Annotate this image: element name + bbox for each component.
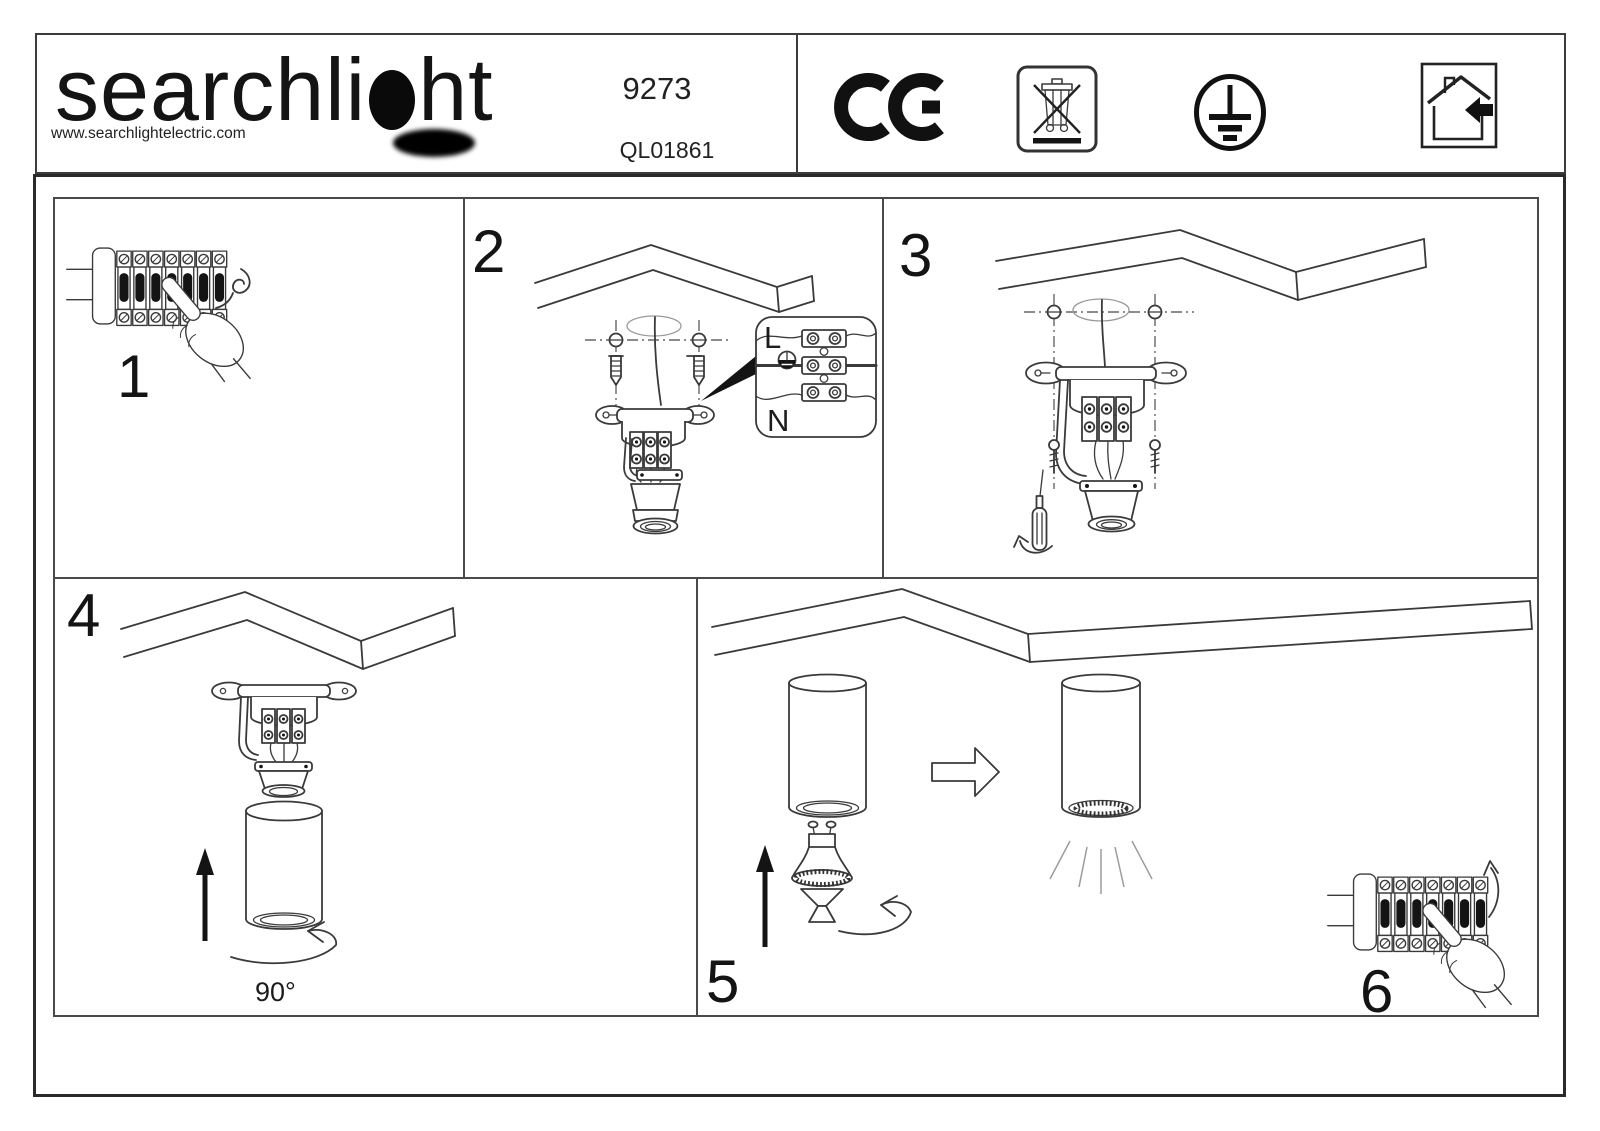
rotate-arrow <box>230 921 337 965</box>
callout-arrow <box>701 356 756 401</box>
next-step-arrow <box>931 747 1000 797</box>
light-rays <box>1049 840 1153 894</box>
earth-symbol-icon <box>777 350 797 370</box>
mounted-bracket <box>211 681 357 798</box>
logo-g-oval <box>369 70 416 130</box>
indoor-use-icon <box>1420 62 1498 149</box>
wall-plug <box>608 355 624 386</box>
step3-illustration <box>995 229 1427 554</box>
step3-number: 3 <box>899 222 933 289</box>
push-up-arrow <box>756 845 774 947</box>
step1-panel: 1 <box>53 197 465 579</box>
model-number: 9273 <box>622 71 692 106</box>
gu10-bulb <box>791 820 853 923</box>
step4-number: 4 <box>67 582 101 649</box>
step3-panel: 3 <box>882 197 1539 579</box>
cylinder-shade <box>245 800 323 930</box>
wall-plug <box>686 355 705 386</box>
step2-illustration: L N <box>534 244 878 535</box>
screwdriver <box>1013 469 1053 554</box>
wiring-detail-inset: L N <box>754 316 878 438</box>
ceiling-bracket <box>1025 361 1187 533</box>
step2-number: 2 <box>472 218 506 285</box>
step5-6-panel: 5 6 <box>696 577 1539 1022</box>
rotate-arrow <box>838 895 912 936</box>
step5-number: 5 <box>706 948 740 1015</box>
push-up-arrow <box>196 848 214 941</box>
step2-panel: L N 2 <box>463 197 884 579</box>
website-url: www.searchlightelectric.com <box>51 125 246 142</box>
fixing-screw <box>1149 439 1161 474</box>
header-certifications-box <box>796 33 1566 174</box>
weee-bin-icon <box>1016 65 1098 153</box>
header-brand-box: searchli ht www.searchlightelectric.com 9… <box>35 33 798 174</box>
step4-illustration <box>120 591 456 965</box>
logo-g-shadow <box>393 129 475 157</box>
step1-illustration <box>55 199 463 577</box>
logo-text-right: ht <box>418 40 494 139</box>
logo-text-left: searchli <box>55 40 367 139</box>
live-label: L <box>764 320 781 355</box>
fixing-screw <box>1048 439 1060 474</box>
cylinder-shade <box>788 673 867 818</box>
neutral-label: N <box>767 403 789 438</box>
step5-6-illustration <box>711 588 1533 1015</box>
finished-downlight <box>1061 673 1141 818</box>
step6-number: 6 <box>1360 958 1394 1025</box>
brand-logo: searchli ht <box>55 37 494 157</box>
product-code: QL01861 <box>619 137 715 163</box>
ceiling-bracket <box>595 405 715 535</box>
step4-panel: 4 90° <box>53 577 698 1017</box>
class1-earth-icon <box>1194 74 1266 151</box>
rotation-angle-label: 90° <box>255 977 296 1007</box>
ce-mark-icon <box>834 73 944 141</box>
step1-number: 1 <box>117 343 151 410</box>
switch-on-arrow <box>1483 860 1500 918</box>
